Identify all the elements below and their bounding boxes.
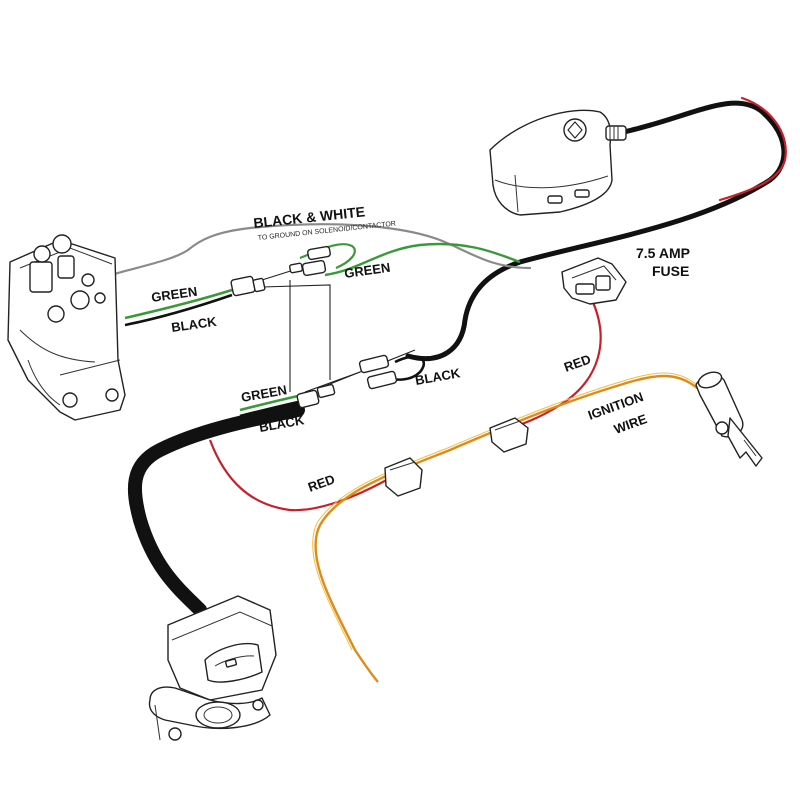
ignition-key-icon bbox=[695, 371, 763, 467]
switch-wire-pair bbox=[239, 394, 299, 418]
connector-lower-black bbox=[358, 354, 398, 390]
label-red-switch: RED bbox=[306, 471, 337, 494]
solenoid-wire-pair bbox=[124, 288, 233, 327]
fuse-holder-icon bbox=[561, 257, 627, 305]
label-green-upper: GREEN bbox=[343, 260, 391, 281]
label-green-switch: GREEN bbox=[240, 382, 288, 405]
connector-red-ignition-1 bbox=[384, 457, 423, 497]
label-black-solenoid: BLACK bbox=[170, 314, 218, 335]
wire-labels: BLACK & WHITE TO GROUND ON SOLENOID/CONT… bbox=[150, 203, 690, 494]
red-fuse-wire bbox=[504, 299, 602, 432]
main-black-harness bbox=[127, 96, 787, 617]
frame-lines bbox=[261, 267, 416, 393]
connector-solenoid bbox=[230, 275, 266, 297]
label-wire: WIRE bbox=[612, 411, 649, 437]
connector-red-ignition-2 bbox=[489, 417, 529, 453]
connector-switch bbox=[296, 383, 336, 409]
label-fuse-amp: 7.5 AMP bbox=[636, 245, 690, 261]
handlebar-switch-icon bbox=[148, 595, 277, 741]
solenoid-icon bbox=[7, 234, 126, 421]
remote-module-icon bbox=[489, 109, 627, 216]
inline-connectors bbox=[230, 245, 529, 497]
black-white-ground-wire bbox=[93, 223, 532, 282]
label-red-fuse: RED bbox=[562, 351, 593, 374]
red-switch-wire bbox=[208, 439, 391, 512]
connector-upper-green bbox=[289, 245, 331, 277]
label-fuse: FUSE bbox=[652, 263, 689, 279]
label-green-solenoid: GREEN bbox=[150, 284, 198, 305]
